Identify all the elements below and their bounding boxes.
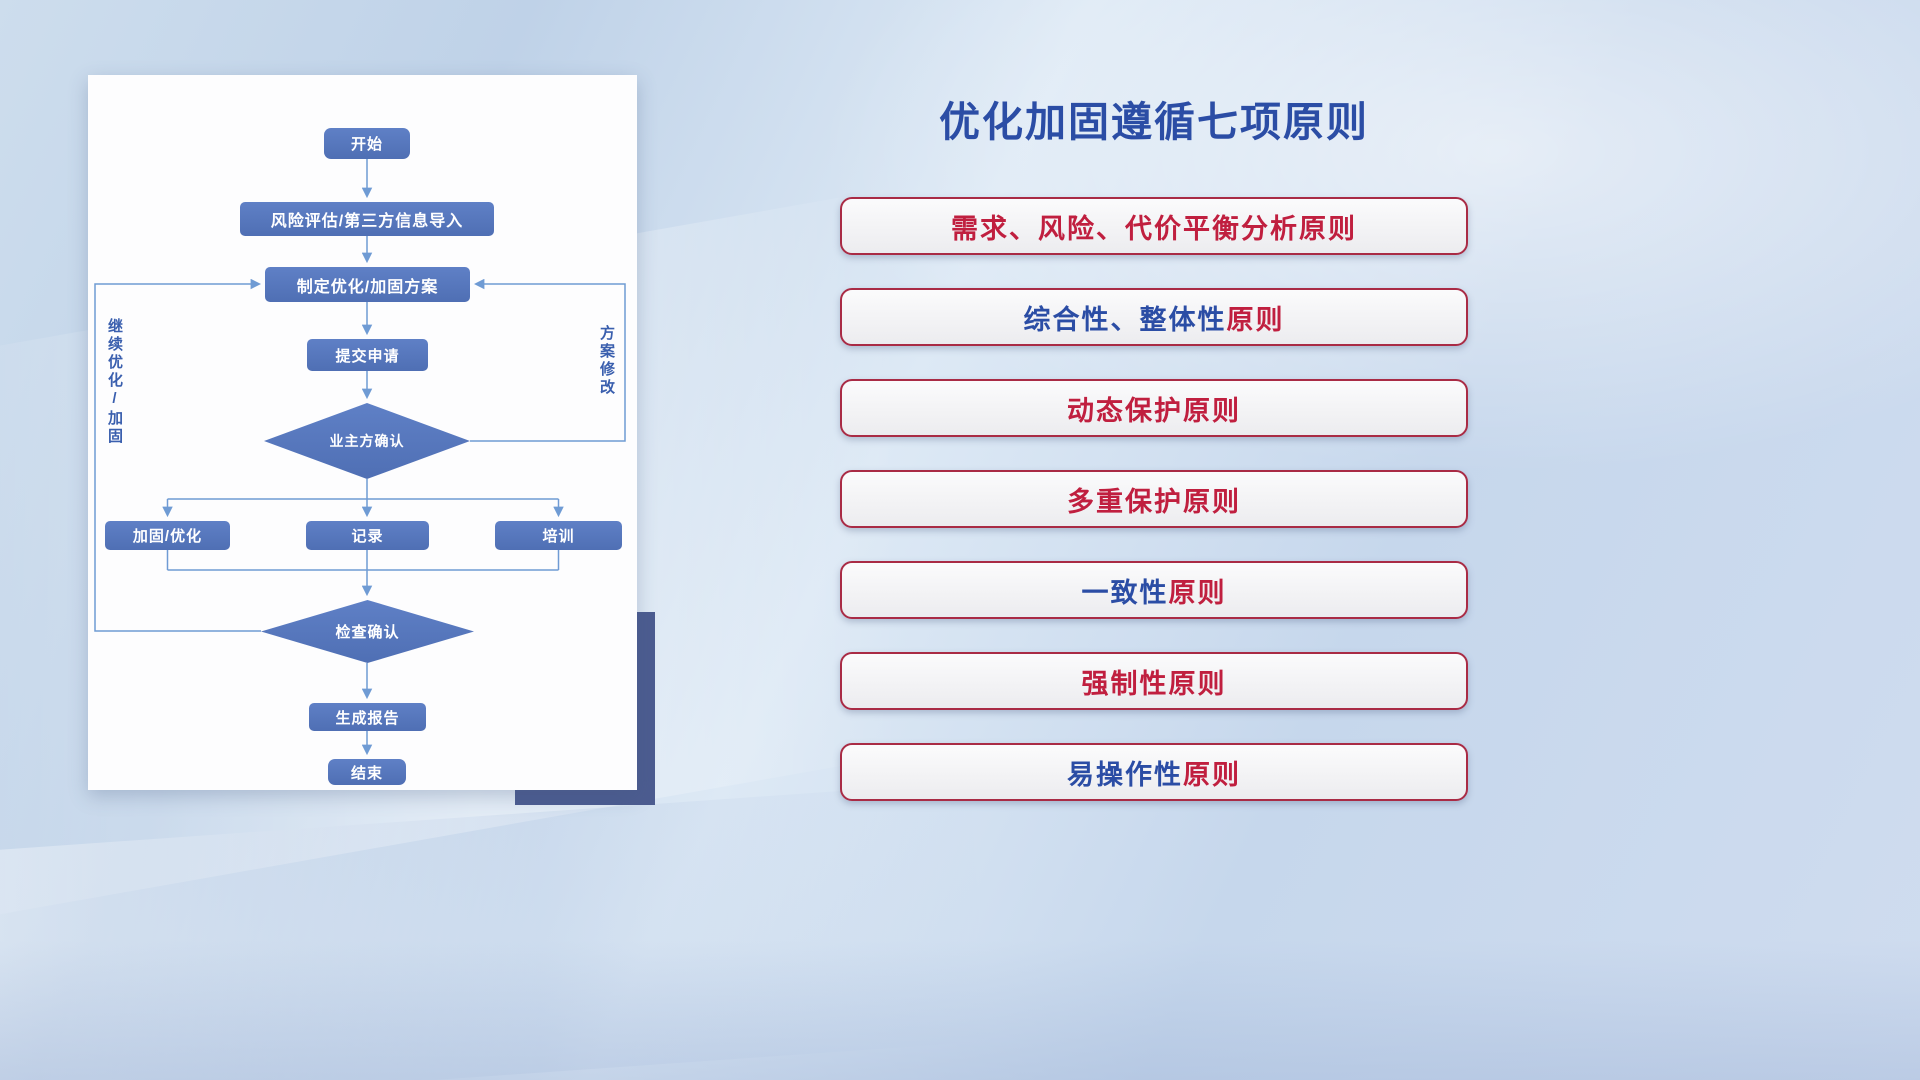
arrow-modify-loop	[470, 278, 626, 442]
background-streak	[0, 940, 1920, 1080]
flow-node-record: 记录	[306, 521, 429, 550]
principle-pill: 一致性原则	[840, 561, 1468, 619]
principle-text-segment: 一致性	[1081, 577, 1169, 608]
principle-pill: 需求、风险、代价平衡分析原则	[840, 197, 1468, 255]
flow-node-training: 培训	[495, 521, 622, 550]
flowchart-card: 开始 风险评估/第三方信息导入 制定优化/加固方案 提交申请 业主方确认 加固/…	[88, 75, 637, 790]
connector-plain-segments	[166, 479, 560, 571]
principle-text-segment: 动态保护原则	[1067, 395, 1241, 426]
flow-node-end: 结束	[328, 759, 406, 785]
principle-text-segment: 综合性、整体性	[1023, 304, 1227, 335]
flow-node-risk-import: 风险评估/第三方信息导入	[240, 202, 494, 236]
edge-label-continue-loop: 继续优化/加固	[106, 318, 123, 446]
principle-pill: 多重保护原则	[840, 470, 1468, 528]
arrow-continue-loop	[94, 278, 262, 632]
flow-node-make-plan: 制定优化/加固方案	[265, 267, 470, 302]
principle-pill: 动态保护原则	[840, 379, 1468, 437]
flow-node-report: 生成报告	[309, 703, 426, 731]
principle-text-segment: 易操作性	[1067, 759, 1183, 790]
principle-text-segment: 多重保护原则	[1067, 486, 1241, 517]
flow-node-start: 开始	[324, 128, 410, 159]
principle-text-segment: 原则	[1168, 577, 1227, 608]
principle-text-segment: 强制性原则	[1081, 668, 1227, 699]
flow-node-submit: 提交申请	[307, 339, 428, 371]
edge-label-modify-loop: 方案修改	[598, 325, 615, 397]
principle-pill: 强制性原则	[840, 652, 1468, 710]
principle-text-segment: 原则	[1183, 759, 1241, 790]
principle-pill: 综合性、整体性原则	[840, 288, 1468, 346]
principles-list: 需求、风险、代价平衡分析原则综合性、整体性原则动态保护原则多重保护原则一致性原则…	[840, 197, 1468, 834]
flowchart-connectors	[94, 159, 626, 756]
principle-pill: 易操作性原则	[840, 743, 1468, 801]
flow-node-harden-optimize: 加固/优化	[105, 521, 230, 550]
principle-text-segment: 需求、风险、代价平衡分析原则	[951, 213, 1357, 244]
principle-text-segment: 原则	[1226, 304, 1285, 335]
page-title: 优化加固遵循七项原则	[939, 99, 1369, 145]
